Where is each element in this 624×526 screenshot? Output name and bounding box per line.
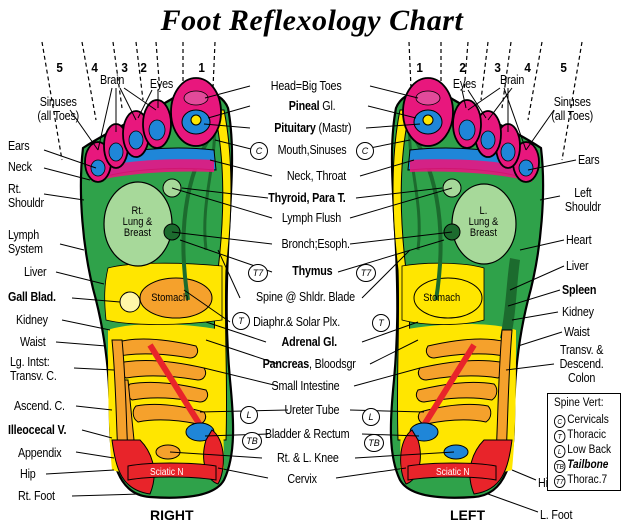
label-liver-right: Liver <box>24 265 46 279</box>
marker-t-left: T <box>372 314 390 332</box>
label-spine: Spine @ Shldr. Blade <box>256 290 355 304</box>
label-ascend-colon: Ascend. C. <box>14 399 65 413</box>
label-adrenal: Adrenal Gl. <box>282 335 337 349</box>
legend-mark-l: L <box>554 445 565 458</box>
marker-l-left: L <box>362 408 380 426</box>
label-waist-left: Waist <box>564 325 590 339</box>
label-head: Head=Big Toes <box>271 79 342 93</box>
organ-stomach-right: Stomach <box>151 293 188 304</box>
label-thyroid: Thyroid, Para T. <box>268 191 345 205</box>
foot-label-left: LEFT <box>450 507 485 523</box>
legend-mark-c: C <box>554 415 565 428</box>
label-lymph-system: Lymph System <box>8 228 43 256</box>
label-ears-left: Ears <box>578 153 599 167</box>
marker-tb-left: TB <box>364 434 384 452</box>
marker-l-right: L <box>240 406 258 424</box>
label-lymph-flush: Lymph Flush <box>282 211 341 225</box>
label-bladder: Bladder & Rectum <box>265 427 349 441</box>
label-sinuses-left: Sinuses (all Toes) <box>551 95 593 123</box>
zone-1-right: 1 <box>198 60 205 75</box>
marker-c-right: C <box>250 142 268 160</box>
label-hip-right: Hip <box>20 467 36 481</box>
right-foot-drawing <box>81 78 233 498</box>
label-thymus: Thymus <box>292 264 332 278</box>
organ-sciatic-right: Sciatic N <box>150 467 184 478</box>
label-rt-foot: Rt. Foot <box>18 489 55 503</box>
label-sinuses-right: Sinuses (all Toes) <box>37 95 79 123</box>
marker-t7-left: T7 <box>356 264 376 282</box>
zone-5-left: 5 <box>560 60 567 75</box>
legend-mark-t7: T7 <box>554 475 565 488</box>
left-foot-drawing <box>391 78 543 498</box>
organ-l-lung: L. Lung & Breast <box>469 206 499 239</box>
label-cervix: Cervix <box>287 472 316 486</box>
legend-mark-tb: TB <box>554 460 565 473</box>
label-mouth: Mouth,Sinuses <box>278 143 347 157</box>
label-pancreas: Pancreas, Bloodsgr <box>263 357 356 371</box>
marker-t7-right: T7 <box>248 264 268 282</box>
label-bronch: Bronch;Esoph. <box>282 237 350 251</box>
label-kidney-right: Kidney <box>16 313 48 327</box>
label-ureter: Ureter Tube <box>284 403 339 417</box>
label-pineal: Pineal Gl. <box>289 99 336 113</box>
marker-tb-right: TB <box>242 432 262 450</box>
brain-label-right: Brain <box>100 73 124 87</box>
organ-sciatic-left: Sciatic N <box>436 467 470 478</box>
label-l-foot: L. Foot <box>540 508 572 522</box>
label-transv-colon: Transv. & Descend. Colon <box>560 343 604 385</box>
zone-2-right: 2 <box>140 60 147 75</box>
legend-mark-t: T <box>554 430 565 443</box>
label-ileocecal: Illeocecal V. <box>8 423 66 437</box>
label-shoulder-left: Left Shouldr <box>565 186 601 214</box>
label-small-intestine: Small Intestine <box>272 379 340 393</box>
label-waist-right: Waist <box>20 335 46 349</box>
label-pituitary: Pituitary (Mastr) <box>274 121 351 135</box>
zone-4-right: 4 <box>91 60 98 75</box>
brain-label-left: Brain <box>500 73 524 87</box>
eyes-label-right: Eyes <box>150 77 173 91</box>
zone-2-left: 2 <box>459 60 466 75</box>
foot-label-right: RIGHT <box>150 507 194 523</box>
label-gall-bladder: Gall Blad. <box>8 290 56 304</box>
zone-4-left: 4 <box>524 60 531 75</box>
label-kidney-left: Kidney <box>562 305 594 319</box>
label-knee: Rt. & L. Knee <box>277 451 339 465</box>
zone-1-left: 1 <box>416 60 423 75</box>
label-lg-intestine: Lg. Intst: Transv. C. <box>10 355 57 383</box>
zone-5-right: 5 <box>56 60 63 75</box>
legend-title: Spine Vert: <box>554 397 604 409</box>
label-neck-right: Neck <box>8 160 32 174</box>
label-spleen: Spleen <box>562 283 596 297</box>
marker-c-left: C <box>356 142 374 160</box>
label-shoulder-right: Rt. Shouldr <box>8 182 44 210</box>
label-appendix: Appendix <box>18 446 61 460</box>
label-liver-left: Liver <box>566 259 588 273</box>
label-diaphr: Diaphr.& Solar Plx. <box>253 315 340 329</box>
label-ears-right: Ears <box>8 139 29 153</box>
organ-stomach-left: Stomach <box>423 293 460 304</box>
label-heart: Heart <box>566 233 591 247</box>
organ-rt-lung: Rt. Lung & Breast <box>123 206 153 239</box>
eyes-label-left: Eyes <box>453 77 476 91</box>
marker-t-right: T <box>232 312 250 330</box>
label-neck: Neck, Throat <box>287 169 346 183</box>
